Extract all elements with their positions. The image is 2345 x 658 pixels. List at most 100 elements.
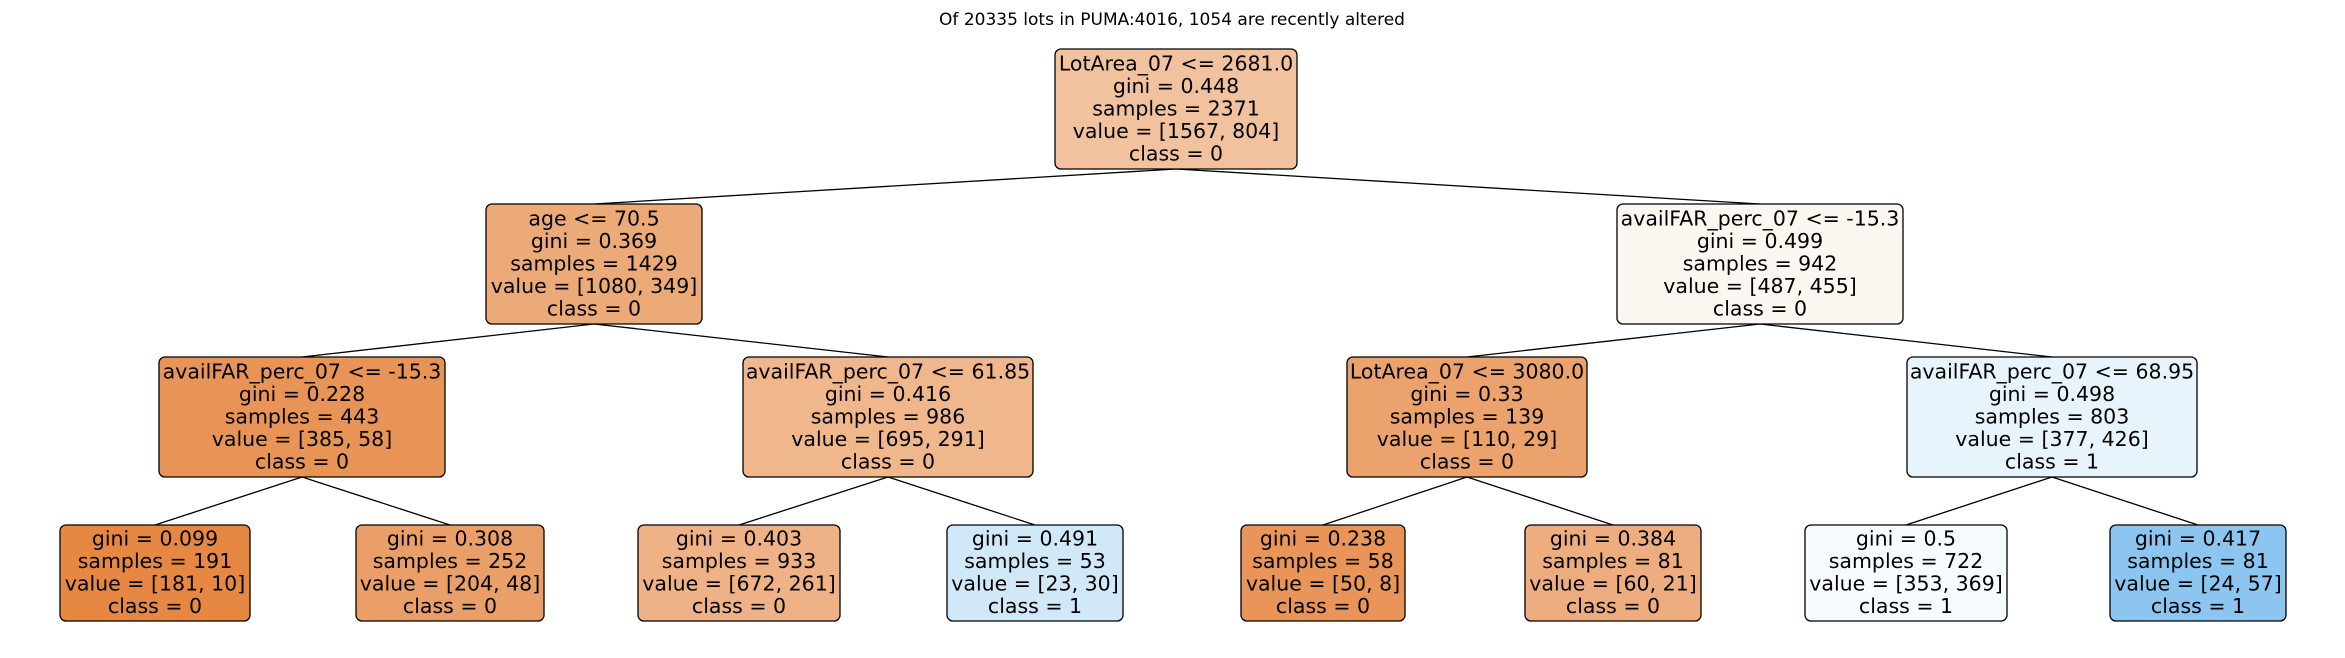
node-text-line: samples = 53	[964, 549, 1106, 573]
node-text-line: gini = 0.33	[1410, 382, 1523, 406]
node-text-line: value = [204, 48]	[360, 572, 540, 596]
edge-n0-n1	[593, 168, 1177, 205]
node-box	[158, 356, 446, 478]
node-box	[637, 524, 841, 622]
node-box	[1804, 524, 2008, 622]
node-text-line: value = [1567, 804]	[1073, 119, 1280, 143]
node-text-line: value = [24, 57]	[2114, 572, 2281, 596]
node-text-line: availFAR_perc_07 <= 61.85	[746, 359, 1030, 384]
node-text-line: gini = 0.308	[387, 527, 513, 551]
node-text-line: samples = 942	[1683, 251, 1838, 275]
node-text-line: LotArea_07 <= 3080.0	[1350, 359, 1584, 384]
node-text-line: gini = 0.417	[2135, 527, 2261, 551]
node-text-line: class = 1	[2151, 594, 2245, 618]
node-box	[1346, 356, 1588, 478]
node-box	[742, 356, 1034, 478]
node-text-line: value = [385, 58]	[212, 427, 392, 451]
node-box	[1524, 524, 1702, 622]
node-text-line: class = 0	[692, 594, 786, 618]
node-text-line: class = 1	[2005, 449, 2099, 473]
node-box	[1240, 524, 1406, 622]
node-text-line: gini = 0.416	[825, 382, 951, 406]
node-text-line: class = 1	[1859, 594, 1953, 618]
node-text-line: age <= 70.5	[528, 206, 659, 230]
node-text-line: availFAR_perc_07 <= -15.3	[163, 359, 442, 384]
node-text-line: samples = 803	[1975, 404, 2130, 428]
edge-n3-n8	[301, 476, 451, 526]
node-box	[1616, 203, 1904, 325]
node-text-line: class = 0	[841, 449, 935, 473]
node-text-line: samples = 58	[1252, 549, 1394, 573]
node-text-line: samples = 252	[373, 549, 528, 573]
node-text-line: gini = 0.498	[1989, 382, 2115, 406]
node-text-line: samples = 443	[225, 404, 380, 428]
diagram-title: Of 20335 lots in PUMA:4016, 1054 are rec…	[939, 10, 1405, 30]
node-box	[946, 524, 1124, 622]
edge-n2-n6	[1759, 323, 2053, 358]
node-text-line: availFAR_perc_07 <= -15.3	[1621, 206, 1900, 231]
node-text-line: samples = 933	[662, 549, 817, 573]
node-text-line: class = 0	[1420, 449, 1514, 473]
node-text-line: value = [695, 291]	[791, 427, 985, 451]
node-text-line: gini = 0.491	[972, 527, 1098, 551]
edge-n6-n13	[1905, 476, 2053, 526]
node-text-line: gini = 0.5	[1856, 527, 1956, 551]
node-text-line: samples = 81	[1542, 549, 1684, 573]
node-text-line: class = 1	[988, 594, 1082, 618]
node-box	[485, 203, 703, 325]
node-text-line: class = 0	[1566, 594, 1660, 618]
node-text-line: class = 0	[255, 449, 349, 473]
node-text-line: LotArea_07 <= 2681.0	[1059, 51, 1293, 76]
edge-n0-n2	[1175, 168, 1761, 205]
edge-n6-n14	[2051, 476, 2199, 526]
edge-n4-n9	[738, 476, 889, 526]
edge-n1-n3	[301, 323, 595, 358]
node-text-line: samples = 722	[1829, 549, 1984, 573]
node-text-line: class = 0	[1276, 594, 1370, 618]
node-text-line: class = 0	[108, 594, 202, 618]
node-text-line: gini = 0.448	[1113, 74, 1239, 98]
node-text-line: gini = 0.369	[531, 229, 657, 253]
node-text-line: value = [60, 21]	[1529, 572, 1696, 596]
node-box	[1054, 48, 1298, 170]
node-text-line: value = [377, 426]	[1955, 427, 2149, 451]
node-text-line: value = [353, 369]	[1809, 572, 2003, 596]
node-text-line: gini = 0.499	[1697, 229, 1823, 253]
node-text-line: class = 0	[1713, 296, 1807, 320]
node-text-line: samples = 191	[78, 549, 233, 573]
node-text-line: value = [110, 29]	[1377, 427, 1557, 451]
edge-n5-n12	[1466, 476, 1614, 526]
node-text-line: samples = 1429	[510, 251, 678, 275]
node-text-line: samples = 986	[811, 404, 966, 428]
node-text-line: value = [181, 10]	[65, 572, 245, 596]
node-text-line: class = 0	[403, 594, 497, 618]
node-text-line: availFAR_perc_07 <= 68.95	[1910, 359, 2194, 384]
node-text-line: value = [23, 30]	[951, 572, 1118, 596]
node-box	[1906, 356, 2198, 478]
node-box	[59, 524, 251, 622]
node-text-line: value = [487, 455]	[1663, 274, 1857, 298]
edge-n5-n11	[1322, 476, 1468, 526]
node-text-line: gini = 0.099	[92, 527, 218, 551]
node-text-line: class = 0	[1129, 141, 1223, 165]
node-text-line: value = [672, 261]	[642, 572, 836, 596]
node-text-line: value = [1080, 349]	[491, 274, 698, 298]
edge-n3-n7	[154, 476, 303, 526]
edge-n2-n5	[1466, 323, 1761, 358]
edge-n1-n4	[593, 323, 889, 358]
